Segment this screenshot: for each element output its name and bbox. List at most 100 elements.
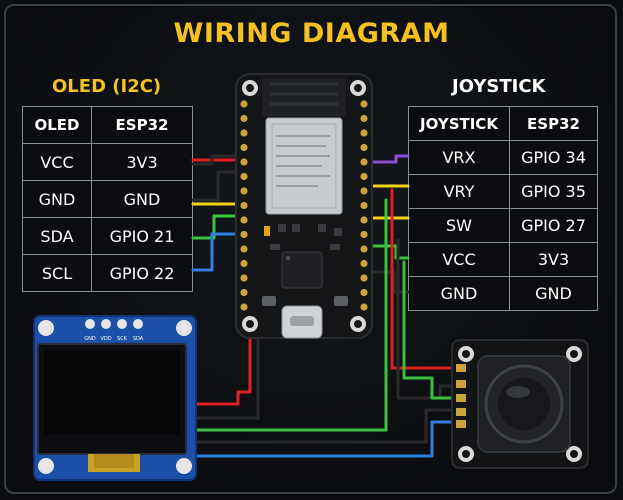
esp32-header-pin: [240, 143, 248, 152]
table-cell: VRX: [408, 140, 510, 175]
oled-pin-label: VDD: [100, 336, 111, 342]
oled-pin: [117, 319, 127, 329]
mounting-hole: [246, 320, 254, 328]
table-cell: SCL: [22, 254, 92, 292]
esp32-header-pin: [240, 288, 248, 297]
esp32-header-pin: [240, 172, 248, 181]
oled-pin-label: SDA: [133, 336, 144, 342]
esp32-header-pins: [240, 100, 368, 311]
esp32-header-pin: [360, 259, 368, 268]
mounting-hole: [354, 84, 362, 92]
esp32-header-pin: [360, 100, 368, 108]
mounting-hole: [176, 320, 192, 336]
esp32-header-pin: [360, 143, 368, 152]
esp32-board: [235, 73, 373, 339]
joystick-pin: [456, 364, 466, 372]
esp32-header-pin: [240, 303, 248, 311]
esp32-header-pin: [360, 303, 368, 311]
esp32-header-pin: [240, 245, 248, 253]
wire-esp-joy-green: [402, 260, 460, 400]
table-cell: GND: [509, 276, 598, 311]
oled-pin: [101, 319, 111, 329]
wire-esp-oled-red: [194, 334, 252, 406]
mounting-hole: [176, 458, 192, 474]
esp32-header-pin: [360, 216, 368, 224]
wire-esp-oled-black: [194, 334, 260, 420]
esp32-header-pin: [360, 129, 368, 137]
wire-oled-gnd: [191, 170, 240, 202]
mounting-hole: [354, 320, 362, 328]
boot-button: [262, 296, 276, 306]
esp32-header-pin: [360, 274, 368, 282]
table-cell: GND: [91, 180, 193, 218]
esp32-header-pin: [240, 216, 248, 224]
reset-button: [334, 296, 348, 306]
mounting-hole: [462, 450, 470, 458]
wire-joy-vrx: [372, 154, 410, 164]
esp32-header-pin: [240, 129, 248, 137]
oled-pin-table: OLED ESP32 VCC 3V3 GND GND SDA GPIO 21 S…: [22, 106, 193, 292]
mounting-hole: [570, 350, 578, 358]
table-cell: GPIO 35: [509, 174, 598, 209]
table-header-row: OLED ESP32: [22, 106, 193, 144]
esp32-header-pin: [240, 230, 248, 239]
esp32-header-pin: [240, 187, 248, 195]
esp32-header-pin: [360, 245, 368, 253]
usb-uart-chip: [281, 251, 323, 289]
wire-esp-joy-dark: [194, 408, 460, 444]
table-cell: GPIO 22: [91, 254, 193, 292]
wire-oled-sda: [191, 214, 240, 240]
oled-module: GND VDD SCK SDA: [33, 315, 197, 481]
esp32-header-pin: [240, 274, 248, 282]
esp32-header-pin: [360, 230, 368, 239]
esp32-header-pin: [360, 288, 368, 297]
table-cell: VRY: [408, 174, 510, 209]
mounting-hole: [38, 458, 54, 474]
wire-oled-vcc-dark: [191, 154, 240, 166]
table-cell: GPIO 21: [91, 217, 193, 255]
esp32-header-pin: [360, 158, 368, 166]
oled-pin-label: GND: [84, 336, 96, 342]
table-cell: GPIO 34: [509, 140, 598, 175]
joystick-pin: [456, 380, 466, 388]
wire-esp-joy-red: [390, 188, 460, 370]
esp32-header-pin: [240, 100, 248, 108]
mounting-hole: [570, 450, 578, 458]
joystick-pin-table: JOYSTICK ESP32 VRX GPIO 34 VRY GPIO 35 S…: [408, 106, 598, 311]
oled-pin: [85, 319, 95, 329]
led-indicator: [264, 226, 270, 236]
joystick-section-title: JOYSTICK: [452, 76, 546, 97]
wire-esp-oled-blue: [194, 420, 460, 458]
wires: [191, 154, 460, 458]
table-header: JOYSTICK: [408, 106, 510, 141]
table-header: ESP32: [91, 106, 193, 144]
table-row: SCL GPIO 22: [22, 254, 193, 292]
esp32-header-pin: [240, 158, 248, 166]
joystick-pin: [456, 394, 466, 402]
table-row: GND GND: [408, 276, 598, 311]
mounting-hole: [462, 350, 470, 358]
table-cell: VCC: [408, 242, 510, 277]
esp32-header-pin: [360, 114, 368, 123]
oled-pin-label: SCK: [117, 336, 128, 342]
diagram-title: WIRING DIAGRAM: [173, 18, 450, 49]
table-cell: GND: [408, 276, 510, 311]
esp32-header-pin: [240, 201, 248, 210]
wire-esp-oled-green: [194, 198, 388, 432]
joystick-pin: [456, 408, 466, 416]
esp32-header-pin: [240, 114, 248, 123]
mounting-hole: [38, 320, 54, 336]
table-header: OLED: [22, 106, 92, 144]
wire-esp-joy-black: [396, 238, 460, 400]
esp32-header-pin: [360, 201, 368, 210]
table-row: VCC 3V3: [22, 143, 193, 181]
joystick-pin: [456, 420, 466, 428]
esp32-header-pin: [360, 187, 368, 195]
joystick-module: [451, 339, 589, 469]
oled-section-title: OLED (I2C): [52, 76, 162, 97]
esp32-header-pin: [240, 259, 248, 268]
mounting-hole: [246, 84, 254, 92]
table-cell: GND: [22, 180, 92, 218]
wire-oled-scl: [191, 232, 240, 272]
